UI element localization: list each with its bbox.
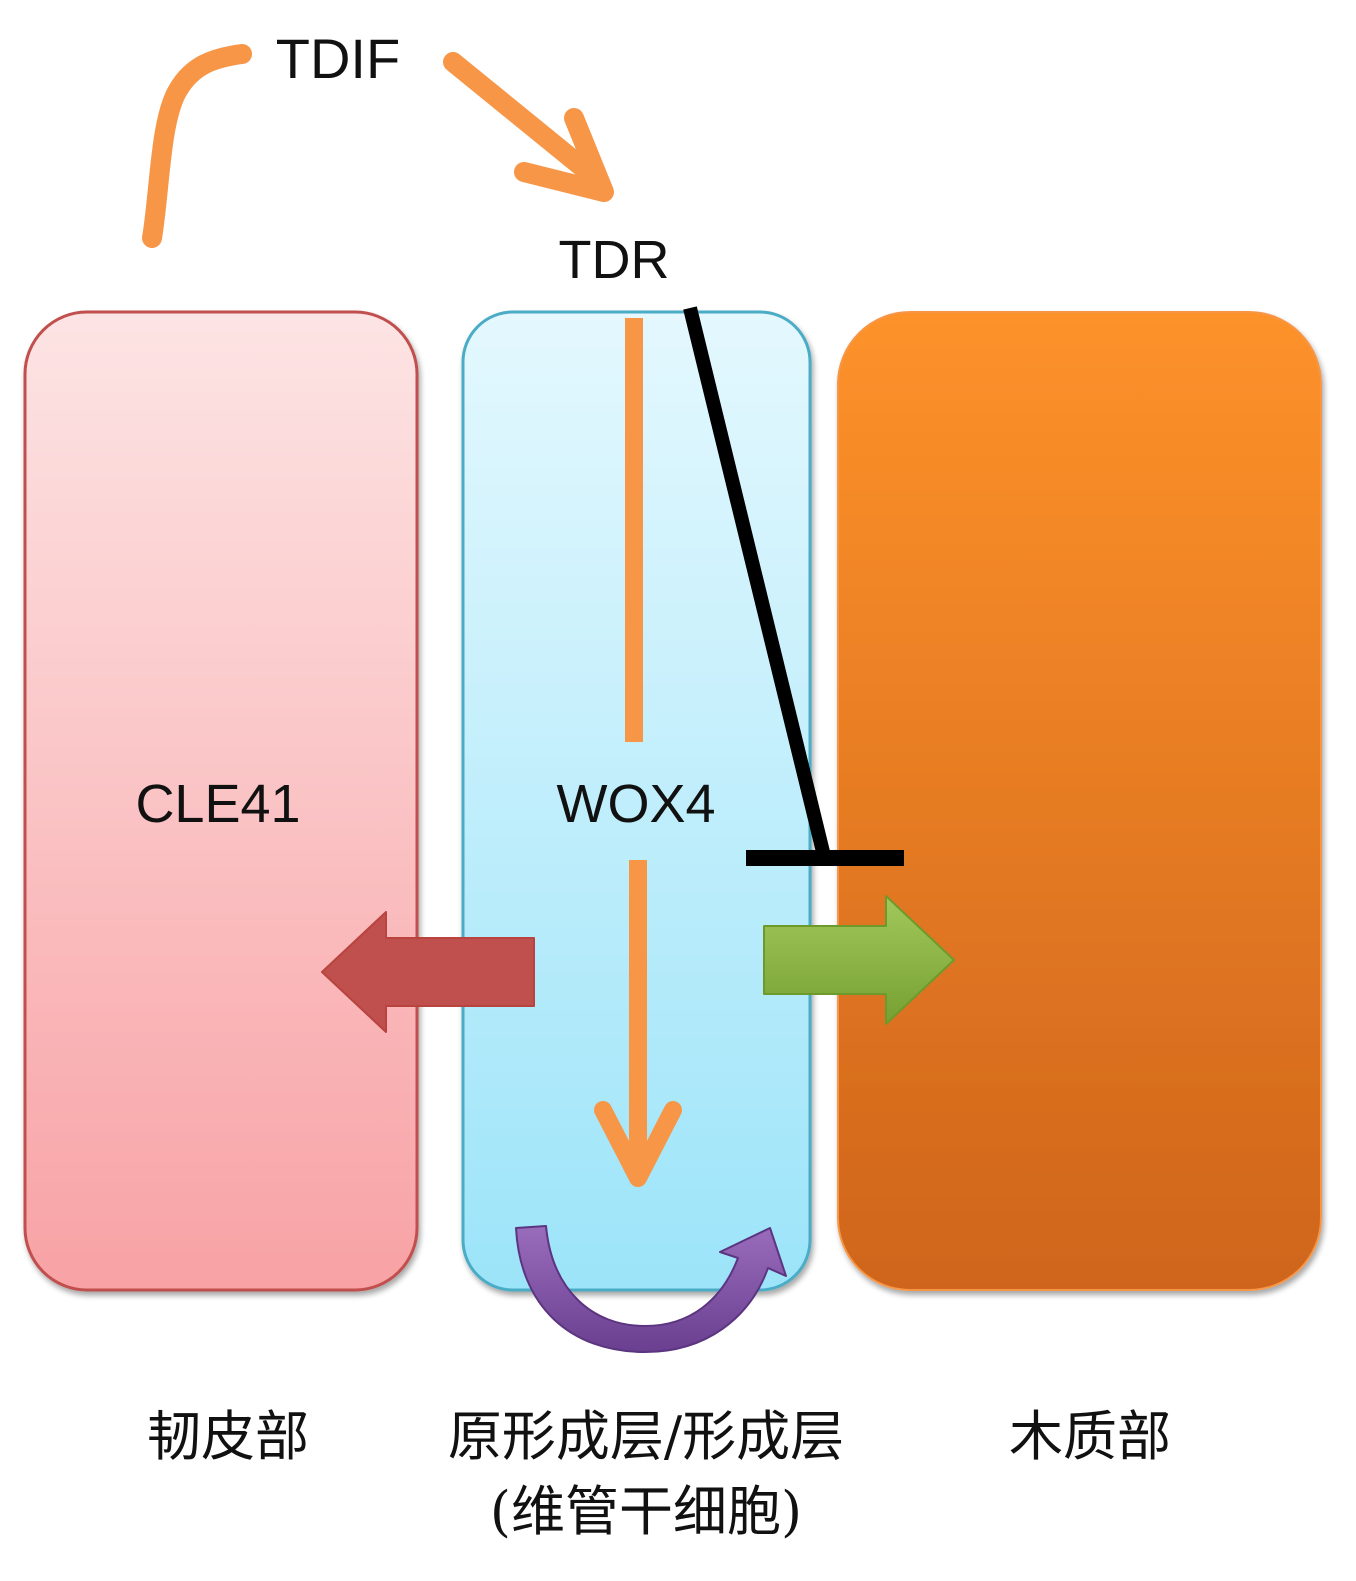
phloem-differentiation-arrow [321, 911, 535, 1033]
cambium-label-line1: 原形成层/形成层 [448, 1405, 844, 1468]
tdif-to-tdr-arrow [443, 52, 614, 202]
cle41-label: CLE41 [135, 774, 300, 834]
tdif-secretion-arrow [142, 44, 252, 248]
xylem-differentiation-arrow [763, 895, 955, 1025]
wox4-label: WOX4 [556, 774, 715, 834]
wox4-downstream-arrow [594, 860, 682, 1187]
xylem-block [837, 311, 1322, 1291]
xylem-label: 木质部 [1009, 1405, 1171, 1468]
phloem-label: 韧皮部 [147, 1405, 309, 1468]
tdr-inhibits-xylem [683, 306, 904, 866]
cambium-label-line2: (维管干细胞) [490, 1480, 802, 1543]
tdr-label: TDR [559, 230, 670, 290]
self-renewal-arrow [515, 1225, 787, 1353]
phloem-block [23, 310, 419, 1292]
tdif-label: TDIF [276, 27, 400, 90]
